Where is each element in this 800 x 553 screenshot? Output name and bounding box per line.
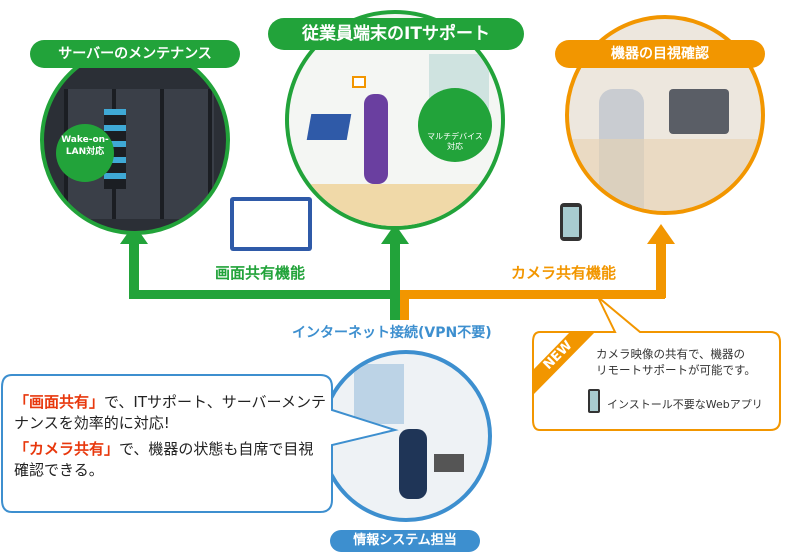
speech-bubble (1, 374, 399, 513)
employee-it-support-title: 従業員端末のITサポート (268, 18, 524, 50)
wake-on-lan-badge: Wake-on-LAN対応 (56, 124, 114, 182)
web-app-phone-icon (588, 389, 600, 413)
orange-connector (400, 290, 409, 320)
speech-icon (352, 76, 366, 88)
internet-connection-label: インターネット接続(VPN不要) (292, 325, 492, 341)
device-visual-check-title: 機器の目視確認 (555, 40, 765, 68)
arrow-up-icon (647, 224, 675, 244)
it-staff-illustration (320, 350, 492, 522)
multi-device-badge: マルチデバイス対応 (418, 88, 492, 162)
server-maintenance-title: サーバーのメンテナンス (30, 40, 240, 68)
green-connector (129, 290, 401, 299)
speech-text: 「画面共有」で、ITサポート、サーバーメンテナンスを効率的に対応! 「カメラ共有… (14, 393, 326, 479)
screen-share-monitor-icon (230, 197, 312, 251)
camera-phone-icon (560, 203, 582, 241)
camera-share-label: カメラ共有機能 (511, 264, 617, 282)
orange-connector (400, 290, 665, 299)
web-app-note: インストール不要なWebアプリ (607, 398, 763, 411)
orange-connector (656, 240, 666, 298)
it-staff-title: 情報システム担当 (330, 530, 480, 552)
screen-share-label: 画面共有機能 (215, 264, 306, 282)
green-connector (129, 240, 139, 298)
arrow-up-icon (381, 224, 409, 244)
green-connector (390, 240, 400, 320)
callout-text: カメラ映像の共有で、機器の リモートサポートが可能です。 (596, 347, 756, 377)
